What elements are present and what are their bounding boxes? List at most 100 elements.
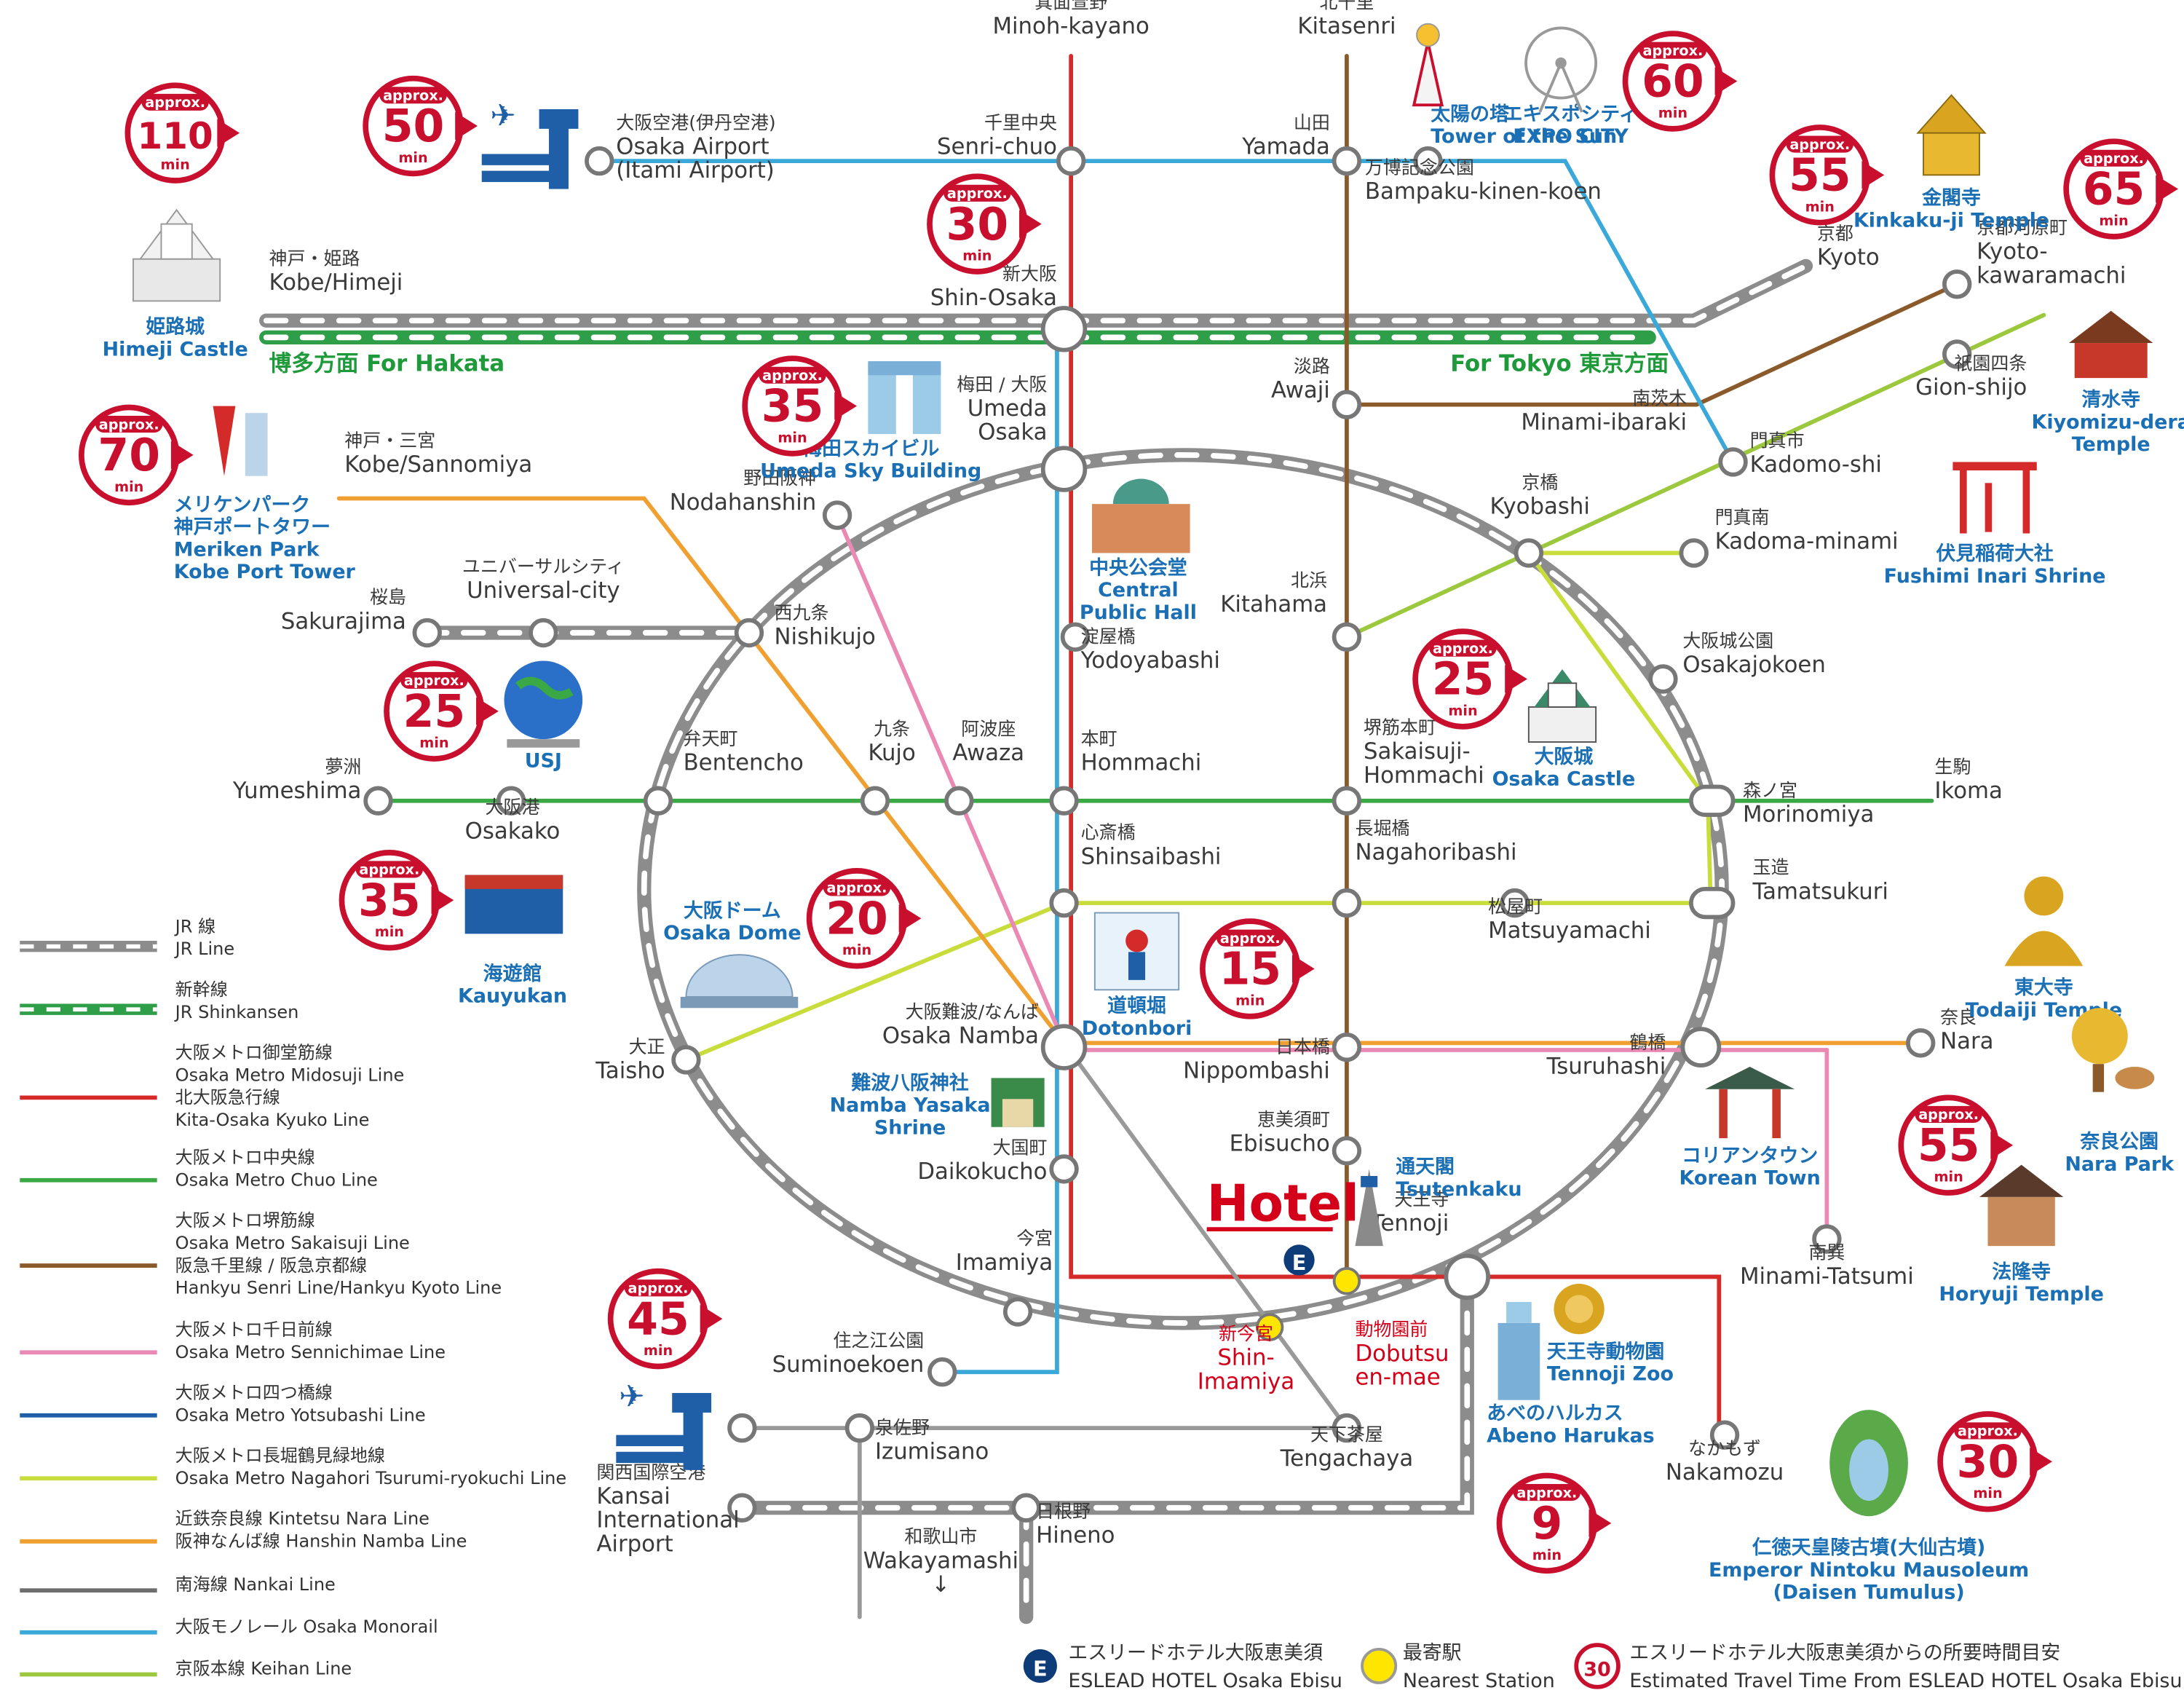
spot-horyuji-en: Horyuji Temple xyxy=(1939,1283,2104,1306)
legend-sakaisuji-en2: Hankyu Senri Line/Hankyu Kyoto Line xyxy=(175,1278,502,1298)
station-senri-jp: 千里中央 xyxy=(984,112,1057,133)
kix-airport-icon: ✈ xyxy=(616,1378,712,1470)
station-sakaisuji-en2: Hommachi xyxy=(1364,762,1484,789)
spot-skybld-en: Umeda Sky Building xyxy=(760,460,981,483)
bubble-min-unit: min xyxy=(1973,1485,2002,1501)
tennoji-zoo-lion-icon xyxy=(1554,1284,1605,1335)
station-osakajokoen-en: Osakajokoen xyxy=(1682,652,1825,678)
fushimi-inari-icon xyxy=(1952,462,2037,534)
station-nakamozu-en: Nakamozu xyxy=(1666,1459,1784,1485)
station-nishikujo-jp: 西九条 xyxy=(775,602,829,623)
spot-kiyomizu-en2: Temple xyxy=(2072,433,2151,456)
legend-sennichimae-jp: 大阪メトロ千日前線 xyxy=(175,1319,333,1340)
spot-zoo-jp: 天王寺動物園 xyxy=(1547,1341,1664,1363)
station-umeda-en: Umeda xyxy=(968,395,1048,422)
svg-text:最寄駅: 最寄駅 xyxy=(1403,1641,1462,1664)
station-osakako-en: Osakako xyxy=(465,818,561,845)
station-kadomaminami-en: Kadoma-minami xyxy=(1715,529,1899,555)
station-bampaku-jp: 万博記念公園 xyxy=(1365,157,1474,178)
legend-chuo-en: Osaka Metro Chuo Line xyxy=(175,1169,378,1190)
station-nippombashi-jp: 日本橋 xyxy=(1275,1036,1330,1057)
station-daikokucho-jp: 大国町 xyxy=(993,1137,1048,1158)
station-shinimamiya-en2: Imamiya xyxy=(1198,1368,1294,1394)
spot-meriken-jp: メリケンパーク xyxy=(174,494,311,516)
station-matsuyamachi-en: Matsuyamachi xyxy=(1488,917,1651,944)
bubble-minutes: 25 xyxy=(403,685,466,738)
station-nishikujo-en: Nishikujo xyxy=(775,623,876,650)
bubble-approx: approx. xyxy=(383,87,443,103)
station-awaza-jp: 阿波座 xyxy=(961,718,1016,739)
kobe-port-tower-icon xyxy=(213,406,268,476)
legend-keihan-jp: 京阪本線 Keihan Line xyxy=(175,1658,352,1678)
bubble-minutes: 65 xyxy=(2083,163,2145,216)
bubble-minutes: 20 xyxy=(826,892,888,944)
station-kadomoshi-en: Kadomo-shi xyxy=(1750,451,1882,478)
legend-jr-en: JR Line xyxy=(174,939,234,959)
spot-hall-jp: 中央公会堂 xyxy=(1089,556,1187,579)
station-kobe-jp: 神戸・姫路 xyxy=(269,248,360,269)
tsutenkaku-icon xyxy=(1355,1169,1383,1247)
yotsubashi-line xyxy=(940,347,1059,1375)
station-sannomiya-en: Kobe/Sannomiya xyxy=(344,451,532,478)
bubble-minutes: 30 xyxy=(946,198,1009,250)
legend-jr-jp: JR 線 xyxy=(174,916,215,936)
hakata-label: 博多方面 For Hakata xyxy=(269,350,505,376)
svg-text:✈: ✈ xyxy=(490,98,515,133)
spot-korean-en: Korean Town xyxy=(1679,1167,1820,1190)
station-ebisucho-jp: 恵美須町 xyxy=(1257,1109,1330,1130)
station-labels: 箕面萱野Minoh-kayano北千里Kitasenri大阪空港(伊丹空港)Os… xyxy=(232,0,2126,1598)
expo-wheel-icon xyxy=(1524,26,1598,113)
station-noda-jp: 野田阪神 xyxy=(743,467,816,489)
svg-text:エスリードホテル大阪恵美須: エスリードホテル大阪恵美須 xyxy=(1068,1641,1323,1664)
station-gion-jp: 祇園四条 xyxy=(1954,353,2027,374)
svg-text:30: 30 xyxy=(1583,1658,1610,1681)
bubble-min-unit: min xyxy=(375,923,404,940)
spot-kaiyukan-jp: 海遊館 xyxy=(483,962,542,985)
legend-nagahori-en: Osaka Metro Nagahori Tsurumi-ryokuchi Li… xyxy=(175,1468,567,1488)
hotel-marker: E Hotel xyxy=(1206,1175,1359,1276)
bubble-approx: approx. xyxy=(1220,930,1281,947)
station-taisho-en: Taisho xyxy=(595,1057,665,1084)
station-kitasenri-en: Kitasenri xyxy=(1297,13,1396,39)
station-tsuruhashi-en: Tsuruhashi xyxy=(1546,1054,1666,1080)
itami-airport-icon: ✈ xyxy=(481,98,579,189)
spot-taiyo-en: Tower of the Sun xyxy=(1431,125,1617,148)
spot-himeji-en: Himeji Castle xyxy=(103,338,248,360)
station-namba-en: Osaka Namba xyxy=(882,1022,1039,1049)
legend-shinkansen-jp: 新幹線 xyxy=(175,979,228,1000)
station-suminoe-jp: 住之江公園 xyxy=(833,1330,924,1351)
legend-kintetsu-en: 阪神なんば線 Hanshin Namba Line xyxy=(175,1531,467,1552)
bubble-minutes: 55 xyxy=(1918,1119,1980,1172)
spot-expo-en: EXPO CITY xyxy=(1513,125,1629,148)
osaka-dome-icon xyxy=(680,954,799,1009)
station-awaji-en: Awaji xyxy=(1271,377,1330,403)
bubble-approx: approx. xyxy=(99,416,159,433)
station-tennoji-jp: 天王寺 xyxy=(1394,1188,1449,1209)
station-kadomaminami-jp: 門真南 xyxy=(1715,507,1770,528)
legend-nagahori-jp: 大阪メトロ長堀鶴見緑地線 xyxy=(175,1445,385,1466)
spot-narapark-en: Nara Park xyxy=(2065,1153,2175,1175)
spot-harukas-en: Abeno Harukas xyxy=(1487,1424,1655,1447)
spot-yasaka-jp: 難波八阪神社 xyxy=(851,1071,969,1094)
spot-tsutenkaku-en: Tsutenkaku xyxy=(1396,1178,1522,1201)
legend-yotsubashi-jp: 大阪メトロ四つ橋線 xyxy=(175,1383,333,1403)
todaiji-icon xyxy=(2004,876,2084,966)
spot-dome-jp: 大阪ドーム xyxy=(684,899,781,922)
kaiyukan-icon xyxy=(464,875,563,934)
dotonbori-icon xyxy=(1093,912,1180,991)
time-bubbles: approx.110minapprox.50minapprox.30minapp… xyxy=(79,31,2178,1574)
bubble-min-unit: min xyxy=(114,478,143,495)
station-osakajokoen-jp: 大阪城公園 xyxy=(1682,630,1773,651)
station-kawaramachi-en: Kyoto- xyxy=(1977,239,2047,265)
bubble-approx: approx. xyxy=(1642,42,1703,59)
legend-sakaisuji-jp2: 阪急千里線 / 阪急京都線 xyxy=(175,1255,368,1276)
station-kyobashi-jp: 京橋 xyxy=(1522,472,1558,493)
legend-sennichimae-en: Osaka Metro Sennichimae Line xyxy=(175,1342,446,1362)
